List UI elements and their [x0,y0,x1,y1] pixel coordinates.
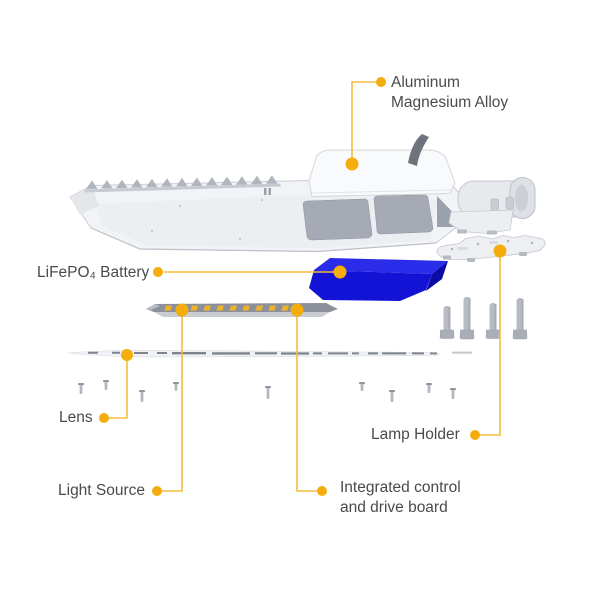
label-lifepo4-battery: LiFePO₄ Battery [37,264,150,281]
battery-3d-group [309,258,448,301]
lens-sheet [67,349,440,358]
compartment-bottom-line [311,189,451,194]
label-integrated-control-drive-board: Integrated control and drive board [340,478,461,518]
underside-panel-left [302,198,373,241]
callout-dot-driver [290,303,304,317]
screw [389,390,395,402]
screw [450,388,456,399]
led-board-slab [146,303,338,312]
lens-right-faint-dash [452,351,472,354]
lamp-head-tip-shade [70,186,99,215]
bolt [485,303,501,339]
battery-top-face [314,258,448,274]
label-driver-line2: and drive board [340,499,448,516]
mount-end-cap-inner [515,184,528,212]
bracket-tab-2 [467,258,475,262]
callout-lines [109,81,501,492]
callout-dot-battery [333,265,347,279]
screw [78,383,84,394]
led-board-group [146,303,338,317]
label-lens: Lens [59,409,93,426]
screw [139,390,145,402]
callout-dot-housing [345,157,359,171]
lamp-head-group [69,134,467,253]
label-aluminum-line1: Aluminum [391,74,460,91]
callout-line-lens [109,357,128,419]
bracket-slot-2 [489,241,498,244]
lamp-holder-bracket [436,235,546,260]
screw [426,383,432,393]
screw [265,386,271,399]
battery-front-face [309,270,432,301]
bolt [459,297,475,340]
screw-hole-dots [151,199,263,240]
mount-clamp-tab-2 [505,196,514,210]
callout-line-driver [296,314,317,492]
mount-foot-1 [457,229,467,234]
label-dot-aluminum [376,77,386,87]
callout-dot-lens [121,349,133,361]
label-aluminum-magnesium-alloy: Aluminum Magnesium Alloy [391,73,508,113]
lens-edge-dashes [88,351,437,355]
callout-dot-light-source [175,303,189,317]
label-dot-lens [99,413,109,423]
heatsink-fins [86,175,278,189]
callout-line-light-source [162,314,183,492]
bolt [512,298,528,340]
screw [359,382,365,391]
label-dot-battery [153,267,163,277]
label-dot-driver [317,486,327,496]
heatsink-fin-base [84,183,281,193]
label-light-source: Light Source [58,482,146,499]
led-board-bottom [154,312,330,317]
lamp-head-bottom-rim [90,227,437,253]
mount-foot-2 [487,230,497,235]
mount-clamp-tab-1 [490,198,499,212]
screw [173,382,179,391]
mounting-bolts-group [439,297,528,340]
label-dot-lamp-holder [470,430,480,440]
lamp-holder-bracket-group [436,235,546,262]
bracket-tab-1 [443,255,451,260]
lens-layer-group [67,349,472,358]
label-driver-line1: Integrated control [340,479,461,496]
battery-side-face [426,261,448,291]
underside-panel-right [373,194,434,235]
battery-compartment-cover [308,149,456,198]
led-board-tip [146,304,160,310]
callout-line-lamp-holder [480,253,501,436]
callout-dot-lamp-holder [493,244,507,258]
bracket-rivets [450,239,534,251]
bracket-slot-1 [457,247,468,250]
screw [103,380,109,390]
label-lamp-holder: Lamp Holder [371,426,460,443]
callout-dots [99,77,507,496]
pole-mount-group [437,177,536,235]
bolt [439,306,455,339]
label-aluminum-line2: Magnesium Alloy [391,94,509,111]
led-chips [164,305,289,311]
bracket-tab-3 [519,252,527,256]
label-dot-light-source [152,486,162,496]
callout-line-aluminum [351,81,378,163]
compartment-lid-shadow-wedge [408,134,429,166]
small-screws-group [78,380,456,402]
